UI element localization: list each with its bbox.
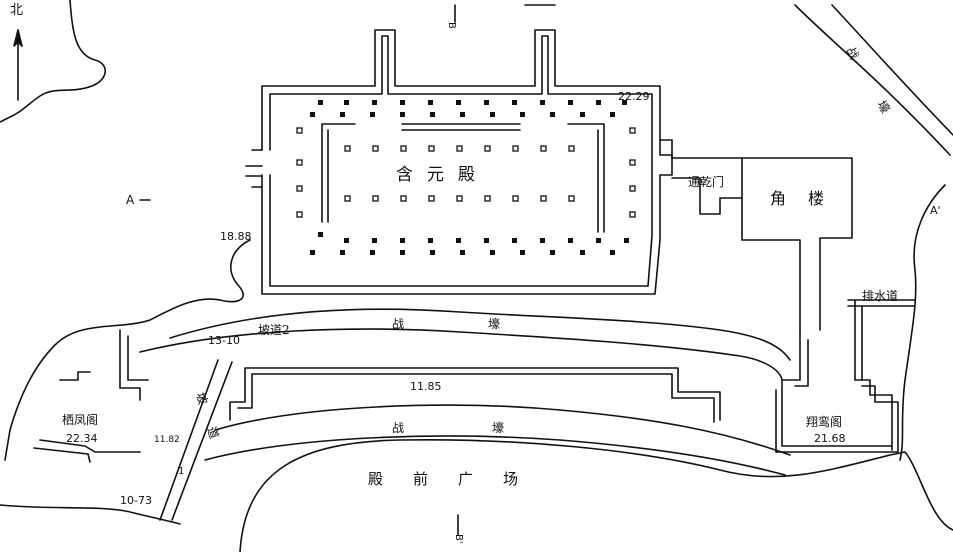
section-mark-b: B: [446, 22, 457, 29]
hall-east-wall: [567, 123, 605, 233]
elevation-11-82: 11.82: [154, 435, 180, 445]
jiaolou-outline: [741, 157, 853, 331]
trench-lower: [204, 404, 791, 476]
plaza-label: 殿前广场: [368, 470, 548, 488]
qifeng-pavilion-label: 栖凤阁: [62, 412, 98, 427]
trench-upper: [139, 308, 791, 381]
ramp2-label: 坡道2: [258, 323, 290, 337]
elevation-10-73: 10-73: [120, 494, 152, 507]
drainage-channel: [847, 299, 916, 381]
terrain-line-top-left: [0, 0, 106, 123]
hall-north-wall: [401, 123, 521, 131]
trench-mid-label: 战壕: [392, 316, 584, 331]
xiangluan-pavilion-outline: [775, 329, 899, 453]
north-label: 北: [10, 3, 23, 18]
drainage-label: 排水道: [862, 289, 898, 303]
trench-east-label: 战壕: [843, 44, 918, 159]
hall-west-wall: [321, 123, 356, 223]
qifeng-pavilion-outline: [33, 329, 149, 463]
hall-label: 含元殿: [396, 165, 489, 185]
section-mark-b-prime: B': [453, 534, 464, 544]
west-gate-notch: [245, 149, 263, 188]
trench-lower-label: 战壕: [392, 420, 592, 435]
elevation-13-10: 13-10: [208, 334, 240, 347]
platform-outer-wall: [261, 29, 673, 295]
elevation-11-85: 11.85: [410, 380, 442, 393]
ramp-west: [159, 359, 233, 521]
section-mark-a-prime: A': [930, 204, 941, 217]
east-gate-label: 通乾门: [688, 174, 724, 189]
elevation-22-29: 22.29: [618, 90, 650, 103]
terrain-west: [4, 239, 251, 461]
elevation-18-88: 18.88: [220, 230, 252, 243]
xiangluan-pavilion-label: 翔鸾阁: [806, 414, 842, 429]
north-arrow-icon: [13, 29, 23, 101]
platform-inner-wall: [269, 35, 653, 287]
terrain-east: [899, 184, 946, 461]
trench-east: [794, 4, 953, 156]
column-grid-bottom: [310, 232, 629, 255]
corner-tower-label: 角楼: [770, 189, 846, 208]
elevation-22-34: 22.34: [66, 432, 98, 445]
lower-terrace: [229, 367, 721, 423]
plaza-boundary: [239, 438, 953, 552]
terrain-southwest: [0, 504, 181, 525]
elevation-21-68: 21.68: [814, 432, 846, 445]
ramp-number: 1: [178, 466, 184, 477]
column-grid-top: [310, 100, 627, 117]
section-mark-a: A: [126, 193, 135, 207]
column-grid-inner: [296, 127, 636, 218]
